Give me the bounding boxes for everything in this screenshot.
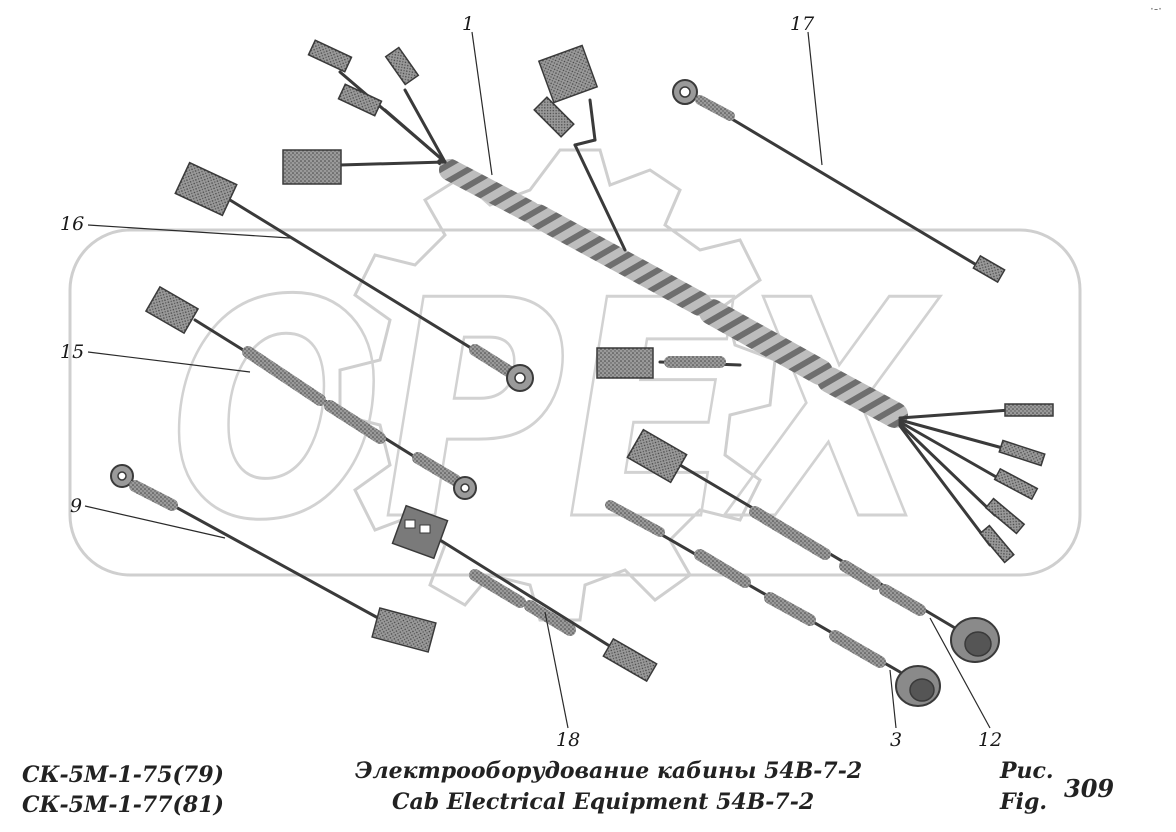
figure-label-en: Fig. (1000, 789, 1048, 815)
harness-3 (605, 500, 941, 707)
connector-block (537, 44, 599, 104)
model-code-1: СК-5М-1-75(79) (22, 762, 224, 788)
callout-18: 18 (556, 729, 580, 751)
callout-15: 15 (60, 341, 84, 363)
harness-12 (626, 428, 1000, 663)
figure-title-ru: Электрооборудование кабины 54В-7-2 (355, 758, 863, 784)
callout-9: 9 (70, 495, 82, 517)
callout-1: 1 (462, 13, 474, 35)
model-code-2: СК-5М-1-77(81) (22, 792, 224, 818)
watermark: OPEX (68, 148, 1082, 622)
callout-16: 16 (60, 213, 84, 235)
harness-diagram: OPEX (60, 13, 1082, 751)
harness-1-sleeve-a (439, 159, 541, 223)
connector-plug (533, 96, 575, 138)
harness-15 (144, 285, 477, 500)
connector-plug (337, 83, 383, 117)
connector-block (282, 149, 342, 185)
callout-3: 3 (890, 729, 902, 751)
connector-plug (307, 39, 353, 73)
watermark-text: OPEX (170, 237, 940, 586)
callout-17: 17 (790, 13, 815, 35)
harness-parts (110, 39, 1054, 707)
harness-16 (174, 161, 534, 392)
harness-1-sleeve-b (526, 204, 712, 316)
figure-number: 309 (1064, 774, 1115, 803)
harness-9 (110, 464, 437, 653)
connector-plug (384, 46, 420, 86)
figure-title-en: Cab Electrical Equipment 54В-7-2 (392, 789, 815, 815)
harness-1-sleeve-c (699, 299, 833, 385)
callout-12: 12 (978, 729, 1002, 751)
harness-1-sleeve-d (817, 367, 908, 428)
figure-label-ru: Рис. (1000, 758, 1054, 784)
harness-17 (672, 79, 1006, 284)
harness-1 (282, 39, 1054, 564)
harness-18 (391, 504, 658, 683)
connector-block (596, 347, 654, 379)
leader-lines (84, 31, 991, 729)
scan-mark: ·-· (1150, 2, 1162, 16)
